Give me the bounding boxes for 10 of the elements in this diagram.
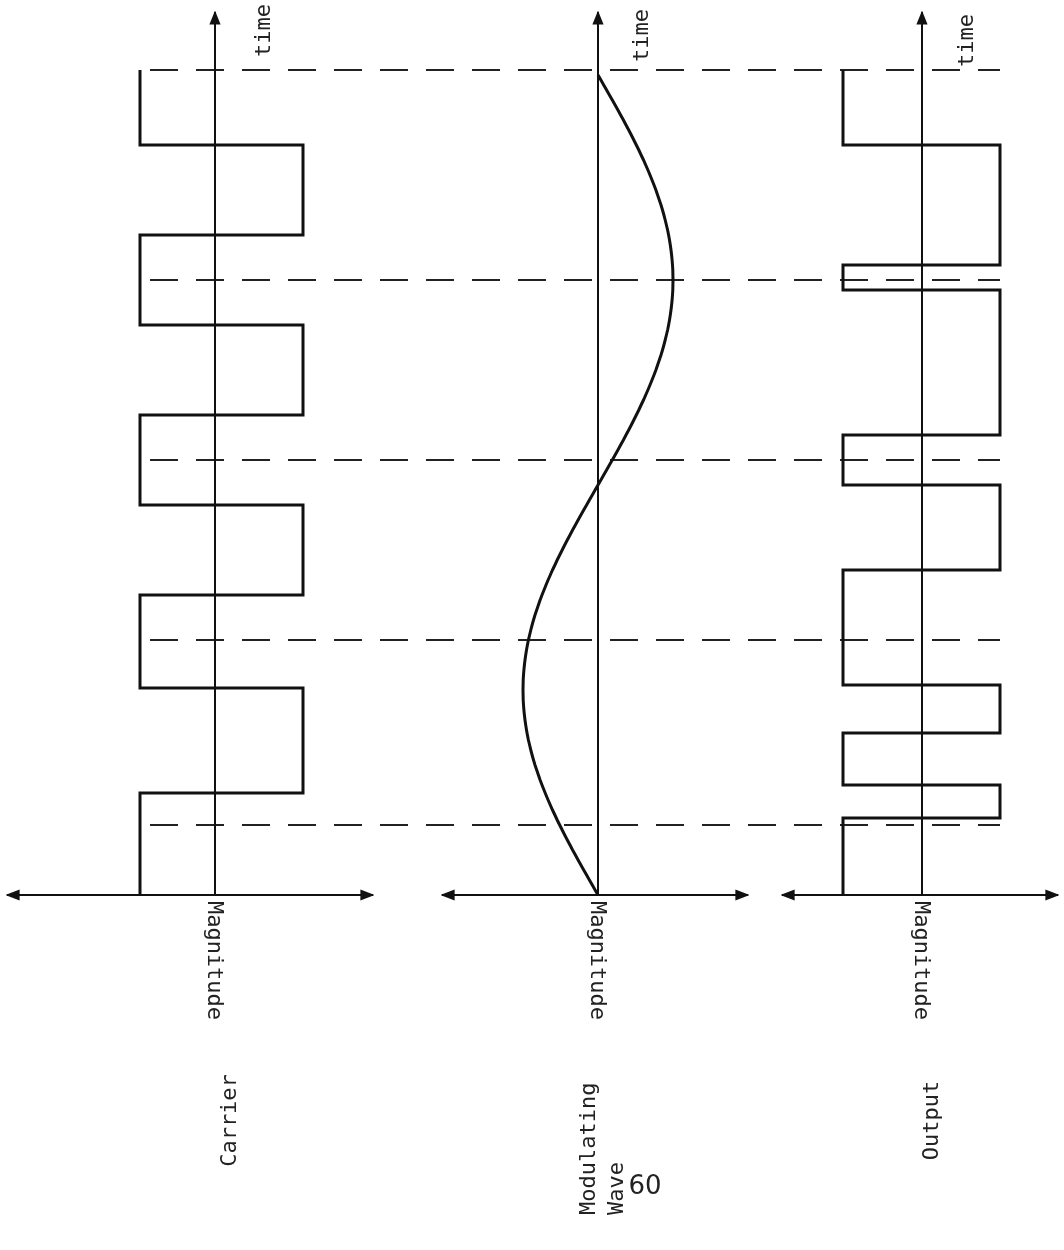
panel-label: Modulating Wave [574,1081,629,1215]
panel-label: Output [917,1080,943,1160]
page-number: 60 [628,1170,662,1200]
axis-label: time [952,13,978,67]
axis-label: Magnitude [585,900,611,1020]
axis-label: time [627,8,653,62]
axis-label: time [249,3,275,57]
axis-label: Magnitude [202,900,228,1020]
panel-label: Carrier [215,1073,241,1167]
axis-label: Magnitude [909,900,935,1020]
